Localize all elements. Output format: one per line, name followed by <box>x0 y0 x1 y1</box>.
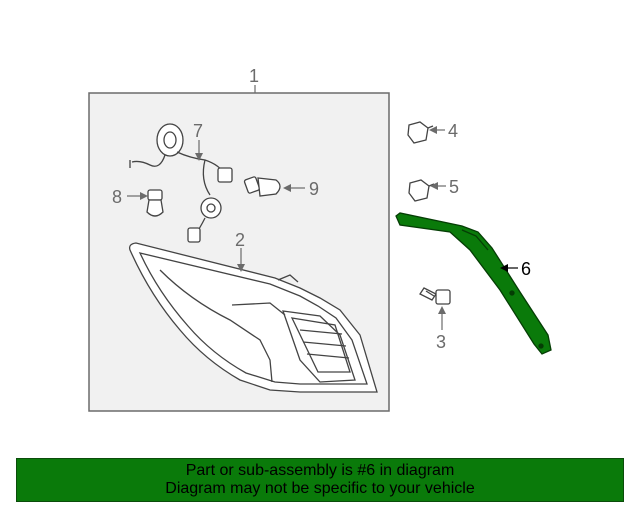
part-notice-banner: Part or sub-assembly is #6 in diagram Di… <box>16 458 624 502</box>
garnish-6-highlighted <box>395 212 552 355</box>
clip-5 <box>408 179 435 202</box>
callout-7: 7 <box>193 121 203 141</box>
arrow-head-8 <box>140 192 148 200</box>
bulb-9 <box>243 176 281 197</box>
socket-harness <box>129 123 233 243</box>
callout-4: 4 <box>448 121 458 141</box>
tail-lamp-housing <box>128 242 378 393</box>
callout-8: 8 <box>112 187 122 207</box>
callout-6: 6 <box>521 259 531 279</box>
arrow-head-3 <box>438 306 446 314</box>
clip-4 <box>407 121 434 144</box>
banner-line-2: Diagram may not be specific to your vehi… <box>165 480 475 497</box>
arrow-head-5 <box>430 182 438 190</box>
callout-9: 9 <box>309 179 319 199</box>
callout-5: 5 <box>449 177 459 197</box>
callout-2: 2 <box>235 230 245 250</box>
arrow-head-9 <box>283 184 291 192</box>
arrow-head-2 <box>237 264 245 272</box>
callout-1: 1 <box>249 66 259 86</box>
screw-3 <box>419 287 451 305</box>
arrow-head-7 <box>195 153 203 161</box>
arrow-head-4 <box>429 126 437 134</box>
banner-line-1: Part or sub-assembly is #6 in diagram <box>185 462 455 479</box>
callout-3: 3 <box>436 332 446 352</box>
arrow-head-6 <box>500 264 508 272</box>
bulb-8 <box>146 189 164 217</box>
parts-diagram: 1 2 3 4 5 6 7 8 9 <box>88 66 552 412</box>
